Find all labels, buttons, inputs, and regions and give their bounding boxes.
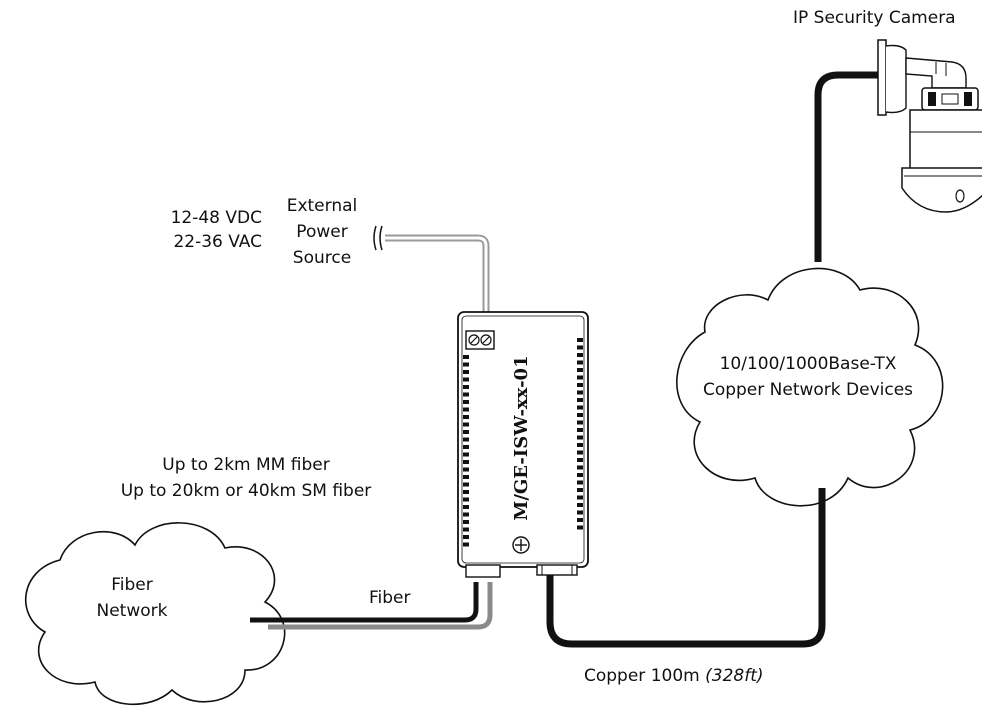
power-source-line2: Power: [296, 222, 348, 242]
vent-slot: [463, 482, 469, 487]
vent-slot: [577, 398, 583, 402]
device-model-label: M/GE-ISW-xx-01: [511, 355, 532, 520]
vent-slot: [577, 480, 583, 485]
voltage-dc-label: 12-48 VDC: [170, 208, 262, 228]
vent-slot: [577, 510, 583, 515]
fiber-cloud-line2: Network: [96, 601, 168, 621]
vent-slot: [463, 362, 469, 367]
fiber-network-cloud: [24, 522, 286, 706]
vent-slot: [463, 445, 469, 449]
voltage-ac-label: 22-36 VAC: [173, 232, 262, 252]
vent-slot: [577, 450, 583, 455]
vent-slot: [577, 420, 583, 425]
copper-cable-feet: (328ft): [705, 666, 764, 686]
vent-slot: [577, 473, 583, 477]
vent-slot: [463, 452, 469, 457]
vent-slot: [577, 443, 583, 447]
vent-slot: [463, 535, 469, 539]
fiber-cable-label: Fiber: [369, 588, 411, 608]
fiber-cloud-line1: Fiber: [111, 575, 153, 595]
wire-break-mark: [373, 225, 383, 251]
vent-slot: [463, 385, 469, 389]
fiber-port: [465, 564, 501, 578]
copper-cable: [546, 488, 826, 648]
vent-slot: [463, 422, 469, 427]
vent-slot: [577, 495, 583, 500]
vent-slot: [577, 405, 583, 410]
vent-slot: [577, 353, 583, 357]
vent-slot: [577, 525, 583, 530]
vent-slot: [463, 497, 469, 502]
vent-slot: [463, 377, 469, 382]
vent-slot: [577, 390, 583, 395]
vent-slot: [577, 383, 583, 387]
vent-slot: [577, 413, 583, 417]
vent-slot: [577, 345, 583, 350]
vent-slot: [577, 458, 583, 462]
vent-slot: [463, 505, 469, 509]
vent-slot: [463, 430, 469, 434]
vent-slot: [463, 460, 469, 464]
power-source-line1: External: [286, 196, 358, 216]
vent-slot: [463, 520, 469, 524]
terminal-block-icon: [465, 330, 495, 350]
copper-cloud-line2: Copper Network Devices: [702, 380, 914, 400]
camera-cable: [814, 71, 882, 262]
power-wire: [385, 234, 490, 315]
vent-slot: [577, 518, 583, 522]
vent-slot: [463, 490, 469, 494]
vent-slot: [463, 355, 469, 359]
vent-slot: [463, 475, 469, 479]
fiber-range-line1: Up to 2km MM fiber: [162, 455, 330, 475]
fiber-cable: [250, 582, 479, 623]
vent-slot: [463, 527, 469, 532]
fiber-cable-secondary: [268, 582, 493, 630]
vent-slot: [577, 360, 583, 365]
copper-cable-length: Copper 100m: [584, 666, 700, 686]
copper-port: [536, 564, 578, 576]
media-converter: M/GE-ISW-xx-01: [457, 311, 589, 578]
camera-label: IP Security Camera: [793, 8, 956, 28]
vent-slot: [463, 437, 469, 442]
copper-network-cloud: [676, 267, 944, 507]
vents-right: [577, 338, 583, 530]
vent-slot: [577, 465, 583, 470]
vent-slot: [577, 488, 583, 492]
vent-slot: [577, 338, 583, 342]
vent-slot: [463, 370, 469, 374]
vent-slot: [577, 503, 583, 507]
vent-slot: [463, 392, 469, 397]
vent-slot: [463, 407, 469, 412]
vent-slot: [463, 512, 469, 517]
copper-cloud-line1: 10/100/1000Base-TX: [719, 354, 897, 374]
vent-slot: [463, 467, 469, 472]
vent-slot: [463, 400, 469, 404]
vent-slot: [577, 375, 583, 380]
ground-screw-icon: [512, 536, 530, 554]
vent-slot: [577, 428, 583, 432]
vent-slot: [463, 542, 469, 547]
power-source-line3: Source: [292, 248, 352, 268]
vent-slot: [463, 415, 469, 419]
ptz-dome-camera-icon: [877, 39, 982, 213]
vents-left: [463, 355, 469, 547]
fiber-range-line2: Up to 20km or 40km SM fiber: [120, 481, 372, 501]
vent-slot: [577, 435, 583, 440]
vent-slot: [577, 368, 583, 372]
copper-cable-label: Copper 100m (328ft): [584, 666, 764, 687]
